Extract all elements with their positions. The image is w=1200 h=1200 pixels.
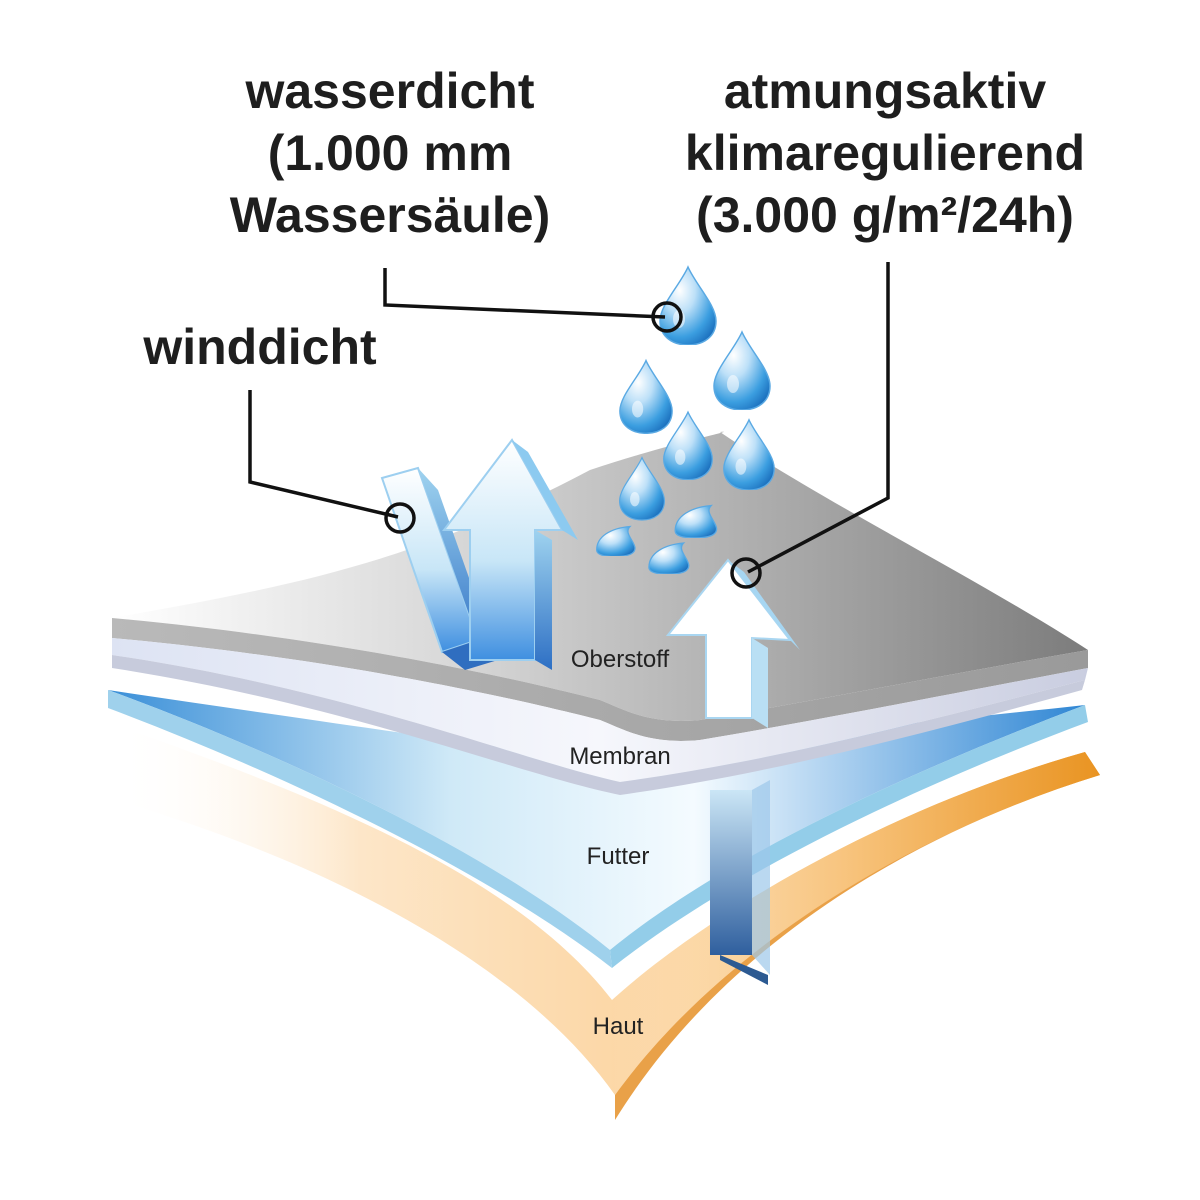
layer-label-skin: Haut xyxy=(592,1013,644,1040)
wind-arrows xyxy=(380,438,578,670)
water-drop-icon xyxy=(663,411,713,480)
waterproof-marker xyxy=(651,301,683,333)
waterproof-value: (1.000 mm xyxy=(267,125,513,181)
breathable-value: (3.000 g/m²/24h) xyxy=(696,187,1074,243)
breathable-callout: atmungsaktiv klimaregulierend (3.000 g/m… xyxy=(640,60,1130,246)
breathable-subtitle: klimaregulierend xyxy=(684,125,1086,181)
layer-label-membrane: Membran xyxy=(569,743,671,770)
water-drop-icon xyxy=(659,266,717,345)
skin-layer xyxy=(115,725,1100,1120)
waterproof-unit: Wassersäule) xyxy=(229,187,551,243)
windproof-leader-line xyxy=(248,390,399,519)
callout-markers xyxy=(384,301,762,589)
waterproof-callout: wasserdicht (1.000 mm Wassersäule) xyxy=(175,60,605,246)
breathable-marker xyxy=(730,557,762,589)
windproof-title: winddicht xyxy=(143,319,377,375)
lining-layer xyxy=(108,690,1088,968)
layer-label-lining: Futter xyxy=(586,843,650,870)
layer-label-outer: Oberstoff xyxy=(570,646,670,673)
windproof-callout: winddicht xyxy=(95,316,425,378)
breathable-title: atmungsaktiv xyxy=(723,63,1047,119)
membrane-layer xyxy=(112,638,1088,795)
outer-fabric-layer xyxy=(112,431,1088,741)
windproof-marker xyxy=(384,502,416,534)
waterproof-title: wasserdicht xyxy=(245,63,535,119)
breathing-arrow-shaft xyxy=(710,780,770,985)
water-drop-icon xyxy=(619,359,673,434)
water-drop-icon xyxy=(723,419,775,490)
breathable-leader-line xyxy=(747,262,890,574)
callout-lines xyxy=(248,262,890,574)
breathing-arrow xyxy=(665,558,800,728)
waterproof-leader-line xyxy=(383,268,666,319)
water-drop-icon xyxy=(713,331,771,410)
